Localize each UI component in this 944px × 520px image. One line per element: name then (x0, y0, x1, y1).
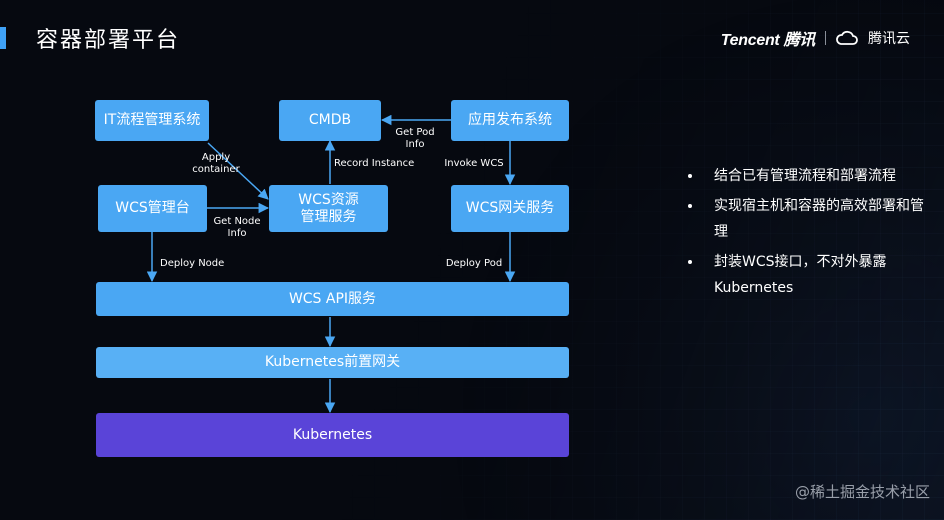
bullet-text: 封装WCS接口，不对外暴露Kubernetes (714, 254, 887, 296)
bullet-item: 结合已有管理流程和部署流程 (686, 163, 926, 189)
bullet-text: 结合已有管理流程和部署流程 (714, 168, 896, 184)
tencent-cloud-logo: 腾讯云 (868, 30, 910, 46)
wcs-console-box: WCS管理台 (98, 185, 207, 232)
it-process-system-box: IT流程管理系统 (95, 100, 209, 141)
app-release-system-box: 应用发布系统 (451, 100, 569, 141)
bullet-dot (688, 174, 692, 178)
deploy-pod-label: Deploy Pod (445, 258, 503, 269)
bullet-item: 实现宿主机和容器的高效部署和管理 (686, 193, 926, 245)
brand-divider (825, 31, 826, 45)
bullet-text: 实现宿主机和容器的高效部署和管理 (714, 198, 924, 240)
record-instance-label: Record Instance (334, 158, 415, 169)
invoke-wcs-label: Invoke WCS (444, 158, 504, 169)
bullet-dot (688, 204, 692, 208)
wcs-gateway-service-box: WCS网关服务 (451, 185, 569, 232)
bullet-item: 封装WCS接口，不对外暴露Kubernetes (686, 249, 926, 301)
brand-header: Tencent 腾讯 腾讯云 (721, 27, 910, 49)
watermark: @稀土掘金技术社区 (794, 483, 930, 501)
get-node-info-label: Get Node Info (213, 216, 261, 239)
deploy-node-label: Deploy Node (160, 258, 225, 269)
cmdb-box: CMDB (279, 100, 381, 141)
kubernetes-gateway-box: Kubernetes前置网关 (96, 347, 569, 378)
cloud-icon (836, 30, 858, 45)
kubernetes-box: Kubernetes (96, 413, 569, 457)
page-title: 容器部署平台 (36, 28, 181, 53)
arrow-it-to-resource (207, 142, 269, 200)
get-pod-info-label: Get Pod Info (395, 127, 435, 150)
tencent-logo: Tencent 腾讯 (720, 32, 816, 49)
title-accent-bar (0, 27, 6, 49)
wcs-resource-service-box: WCS资源 管理服务 (269, 185, 388, 232)
bullet-dot (688, 260, 692, 264)
apply-container-label: Apply container (192, 152, 240, 175)
feature-bullet-list: 结合已有管理流程和部署流程 实现宿主机和容器的高效部署和管理 封装WCS接口，不… (686, 163, 926, 301)
wcs-api-service-box: WCS API服务 (96, 282, 569, 316)
